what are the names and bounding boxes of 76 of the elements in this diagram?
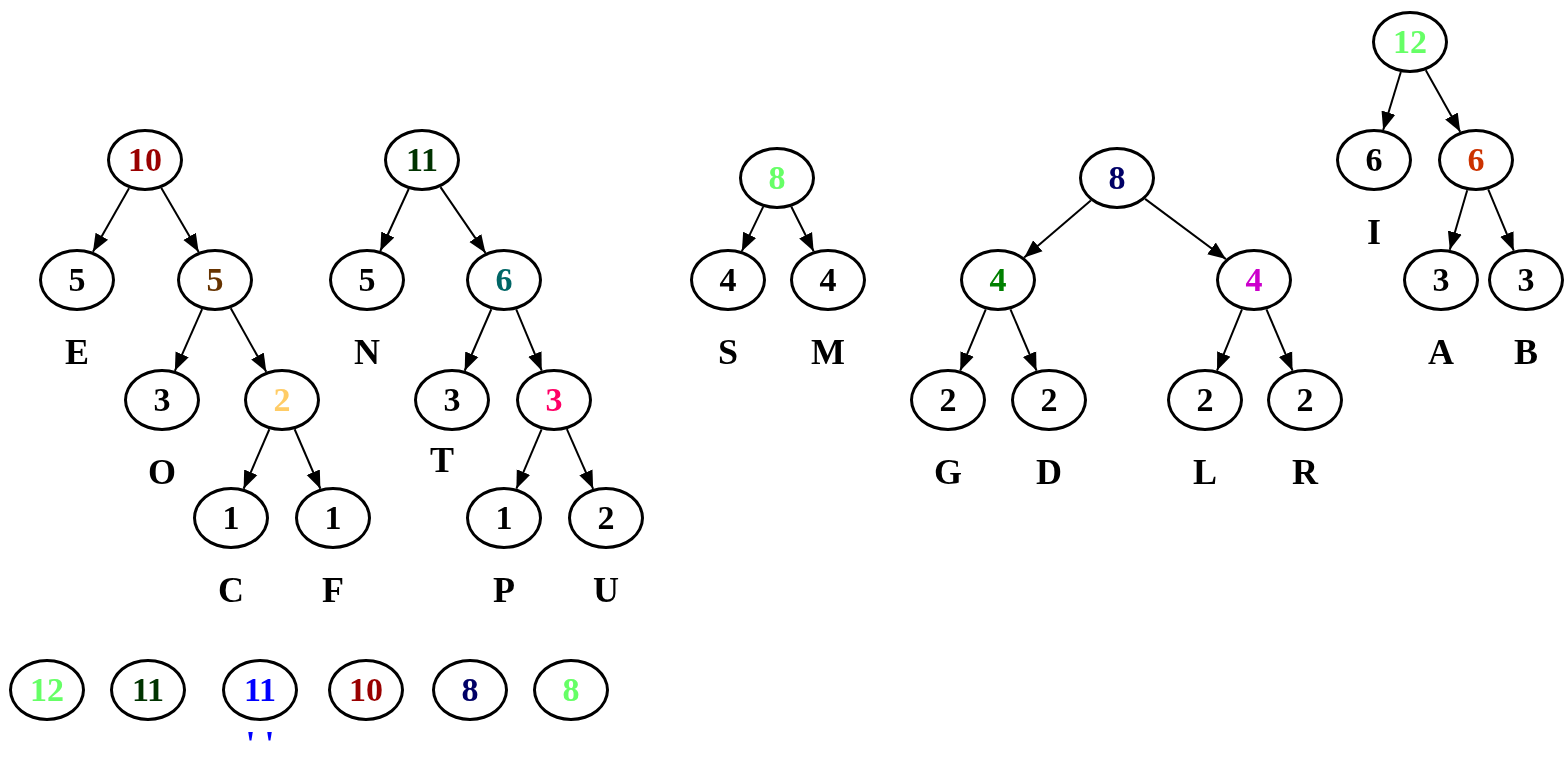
character-label: T — [430, 444, 454, 477]
character-label: P — [493, 574, 515, 607]
arrow — [91, 187, 131, 253]
node-weight: 10 — [128, 143, 162, 177]
node-weight: 6 — [495, 263, 513, 297]
node-weight: 2 — [273, 383, 291, 417]
arrow — [1447, 189, 1469, 251]
node-weight: 2 — [597, 501, 615, 535]
arrow — [565, 428, 595, 490]
character-label: L — [1193, 456, 1217, 489]
character-label: B — [1514, 336, 1538, 369]
character-label: U — [593, 574, 619, 607]
node-weight: 3 — [153, 383, 171, 417]
node-weight: 4 — [989, 263, 1007, 297]
arrow — [1216, 308, 1243, 372]
character-label: G — [934, 456, 962, 489]
arrow — [959, 308, 987, 372]
character-label: D — [1036, 456, 1062, 489]
node-weight: 1 — [324, 501, 342, 535]
node-weight: 5 — [206, 263, 224, 297]
character-label: S — [718, 336, 738, 369]
node-weight: 11 — [243, 673, 277, 707]
node-weight: 8 — [562, 673, 580, 707]
node-weight: 2 — [1296, 383, 1314, 417]
arrow — [1023, 199, 1092, 259]
node-weight: 3 — [1432, 263, 1450, 297]
arrow — [1265, 308, 1294, 372]
arrow — [463, 308, 493, 372]
arrow — [1381, 71, 1402, 131]
node-weight: 4 — [819, 263, 837, 297]
arrow — [1009, 308, 1038, 372]
node-weight: 11 — [405, 143, 439, 177]
node-weight: 4 — [719, 263, 737, 297]
node-weight: 1 — [495, 501, 513, 535]
arrow — [229, 307, 268, 373]
character-label: O — [148, 456, 176, 489]
character-label: R — [1292, 456, 1318, 489]
character-label: A — [1428, 336, 1454, 369]
arrow — [160, 187, 200, 253]
node-weight: 6 — [1365, 143, 1383, 177]
node-weight: 1 — [222, 501, 240, 535]
arrow — [173, 308, 204, 372]
arrow — [1487, 188, 1515, 252]
node-weight: 5 — [68, 263, 86, 297]
character-label: F — [322, 574, 344, 607]
character-label: E — [65, 336, 89, 369]
node-weight: 12 — [30, 673, 64, 707]
character-label: ' ' — [245, 728, 275, 761]
arrow — [379, 188, 410, 252]
node-weight: 8 — [1108, 161, 1126, 195]
node-weight: 6 — [1467, 143, 1485, 177]
tree-node — [1079, 147, 1155, 209]
character-label: M — [811, 336, 845, 369]
node-weight: 3 — [443, 383, 461, 417]
node-weight: 2 — [939, 383, 957, 417]
node-weight: 11 — [131, 673, 165, 707]
node-weight: 3 — [1517, 263, 1535, 297]
character-label: N — [354, 336, 380, 369]
arrow — [1144, 197, 1227, 261]
node-weight: 2 — [1196, 383, 1214, 417]
arrow — [1424, 69, 1462, 133]
character-label: C — [218, 574, 244, 607]
node-weight: 4 — [1245, 263, 1263, 297]
node-weight: 10 — [349, 673, 383, 707]
node-weight: 2 — [1040, 383, 1058, 417]
arrow — [515, 308, 543, 372]
character-label: I — [1367, 216, 1381, 249]
node-weight: 5 — [358, 263, 376, 297]
node-weight: 3 — [545, 383, 563, 417]
arrow — [242, 428, 271, 490]
node-weight: 12 — [1393, 25, 1427, 59]
arrow — [293, 428, 322, 490]
node-weight: 8 — [768, 161, 786, 195]
arrow — [439, 186, 487, 254]
node-weight: 8 — [461, 673, 479, 707]
arrow — [515, 428, 543, 490]
